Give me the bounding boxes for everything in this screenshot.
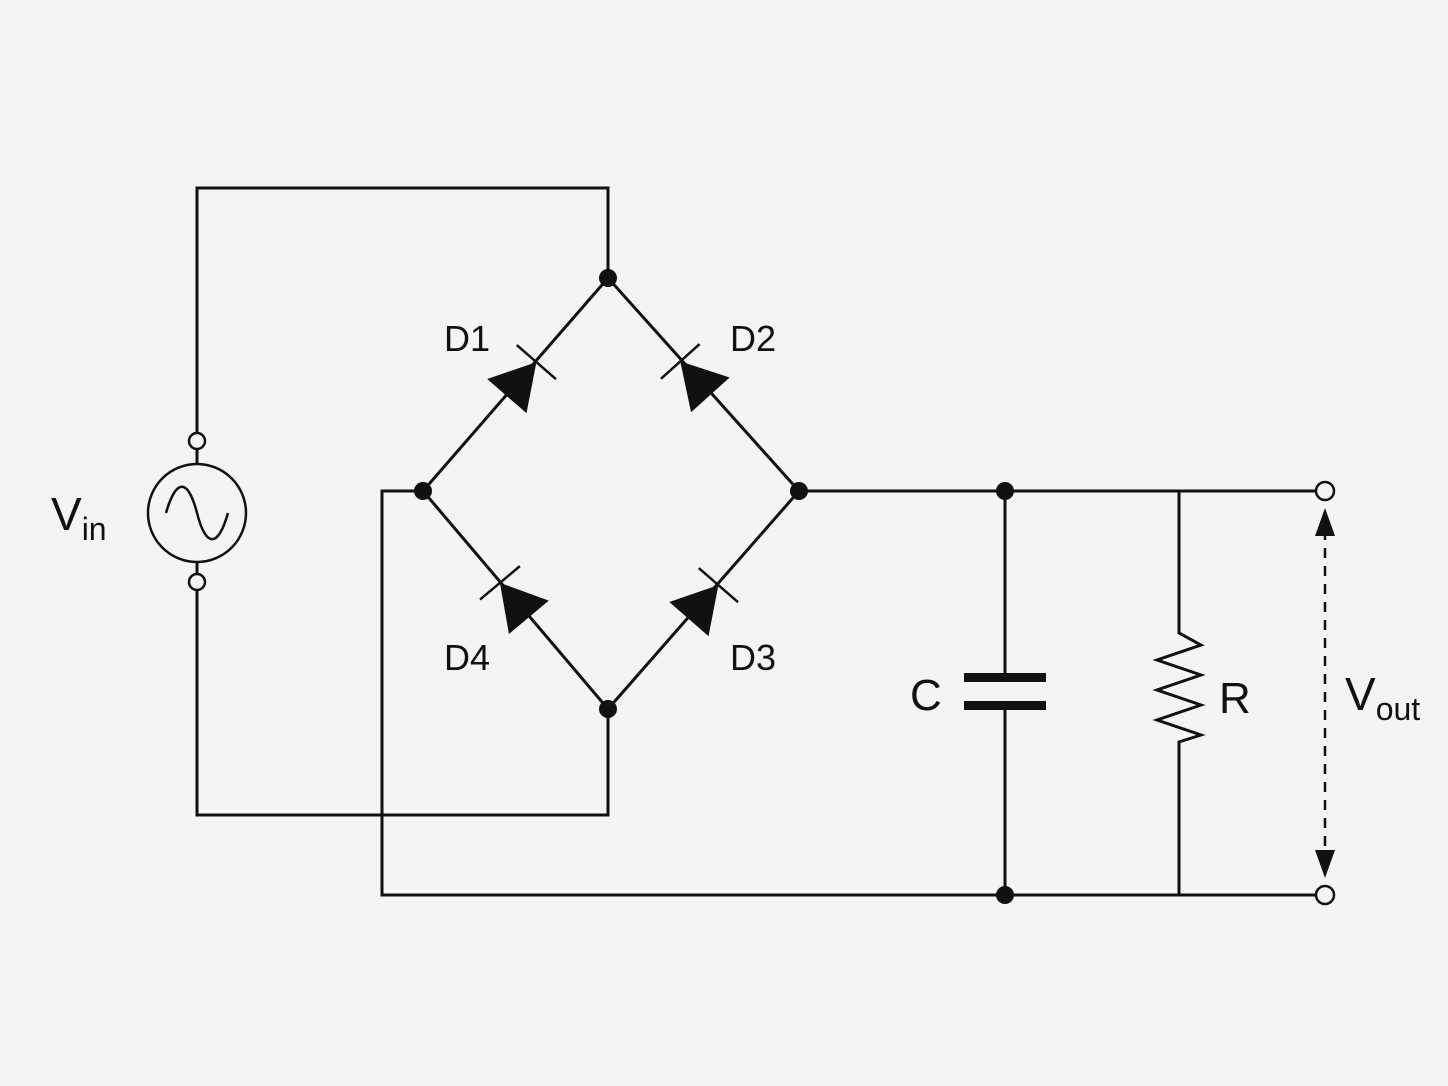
node-bridge-bottom bbox=[599, 700, 617, 718]
output-network bbox=[380, 480, 1336, 906]
node-bridge-top bbox=[599, 269, 617, 287]
wire-negative-rail bbox=[380, 489, 1318, 897]
label-vout: Vout bbox=[1345, 668, 1420, 727]
label-vin-main: V bbox=[51, 488, 82, 540]
ac-source bbox=[146, 186, 610, 817]
label-d2: D2 bbox=[730, 318, 776, 359]
label-d4: D4 bbox=[444, 637, 490, 678]
diode-d2 bbox=[660, 343, 730, 413]
label-d1: D1 bbox=[444, 318, 490, 359]
ac-source-circle bbox=[146, 462, 248, 564]
source-terminal-bottom bbox=[187, 572, 207, 592]
label-resistor: R bbox=[1219, 674, 1251, 723]
capacitor bbox=[964, 489, 1046, 897]
diode-d4 bbox=[479, 565, 549, 635]
diode-bridge bbox=[414, 269, 808, 718]
label-vout-sub: out bbox=[1376, 691, 1421, 727]
label-vout-main: V bbox=[1345, 668, 1376, 720]
wire-source-bottom-to-bridge-bottom bbox=[195, 588, 610, 817]
vout-measurement-arrow bbox=[1315, 508, 1335, 878]
node-cap-bottom bbox=[996, 886, 1014, 904]
diode-d3 bbox=[669, 567, 739, 637]
label-vin: Vin bbox=[51, 488, 107, 547]
wire-source-top-to-bridge-top bbox=[195, 186, 610, 435]
label-d3: D3 bbox=[730, 637, 776, 678]
label-capacitor: C bbox=[910, 671, 942, 720]
output-terminal-negative[interactable] bbox=[1314, 884, 1336, 906]
source-terminal-top bbox=[187, 431, 207, 451]
label-vin-sub: in bbox=[82, 511, 107, 547]
resistor bbox=[1152, 489, 1206, 897]
output-terminal-positive[interactable] bbox=[1314, 480, 1336, 502]
diode-d1 bbox=[487, 344, 557, 414]
sine-wave-icon bbox=[164, 485, 230, 541]
node-cap-top bbox=[996, 482, 1014, 500]
